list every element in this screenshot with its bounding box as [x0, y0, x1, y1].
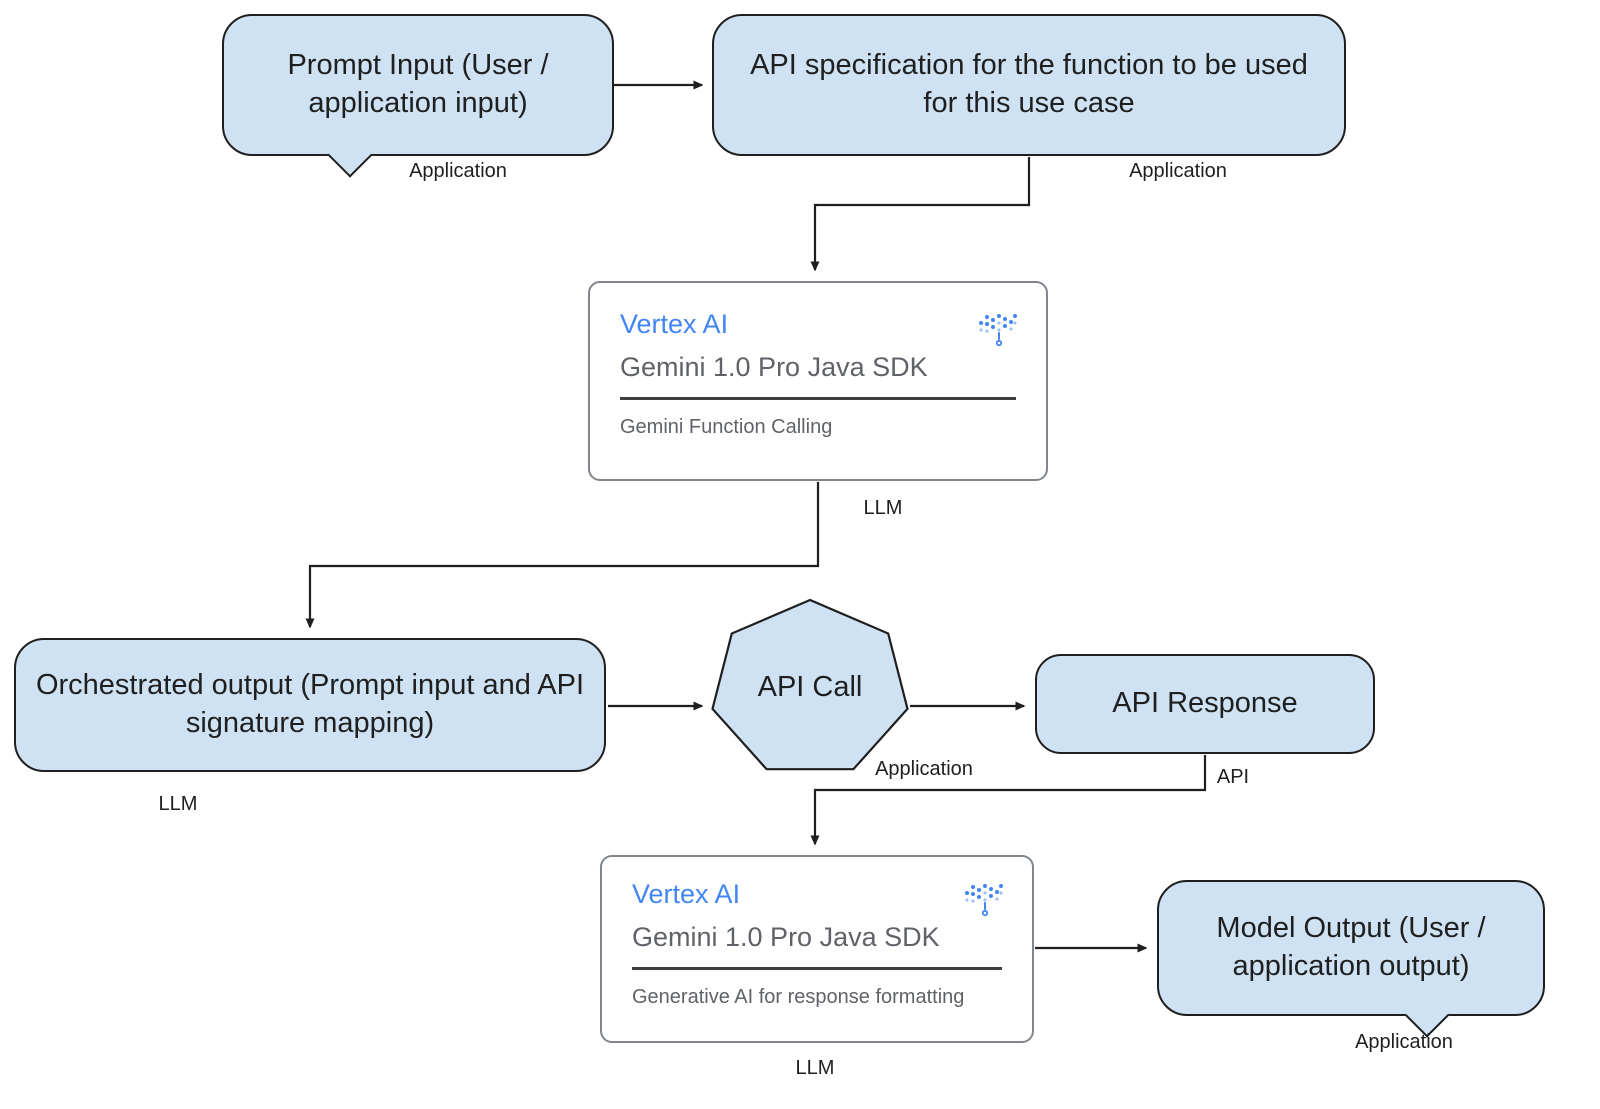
- card1-sdk-name: Gemini 1.0 Pro Java SDK: [620, 352, 928, 382]
- tag-card2: LLM: [795, 1057, 835, 1079]
- node-prompt-input-label: Prompt Input (User / application input): [287, 49, 549, 119]
- card2-caption: Generative AI for response formatting: [632, 986, 965, 1008]
- edge-card1-to-orchestrated: [305, 482, 820, 629]
- card2-sdk-name: Gemini 1.0 Pro Java SDK: [632, 922, 940, 952]
- node-model-output: Model Output (User / application output): [1157, 880, 1545, 1038]
- node-api-spec: API specification for the function to be…: [712, 14, 1346, 156]
- node-api-spec-label: API specification for the function to be…: [750, 49, 1308, 119]
- tag-api-call: Application: [875, 758, 973, 780]
- card-gemini-function-calling: Vertex AI Gemini 1.0 Pro Java SDK Gemini…: [588, 281, 1048, 481]
- tag-model-output: Application: [1355, 1031, 1453, 1053]
- node-orchestrated-output-label: Orchestrated output (Prompt input and AP…: [35, 669, 585, 739]
- card2-divider: [632, 967, 1002, 970]
- card2-product-name: Vertex AI: [632, 879, 741, 909]
- node-orchestrated-output: Orchestrated output (Prompt input and AP…: [14, 638, 606, 772]
- vertex-ai-icon: [979, 314, 1017, 347]
- card1-caption: Gemini Function Calling: [620, 416, 833, 438]
- node-api-call-label: API Call: [757, 671, 863, 704]
- tag-card1: LLM: [863, 497, 903, 519]
- card1-divider: [620, 397, 1016, 400]
- node-api-response: API Response: [1035, 654, 1375, 754]
- tag-orchestrated-output: LLM: [158, 793, 198, 815]
- edge-apispec-to-card1: [810, 157, 1031, 272]
- api-call-heptagon: [711, 598, 909, 771]
- tag-api-spec: Application: [1129, 160, 1227, 182]
- card-gemini-response-formatting: Vertex AI Gemini 1.0 Pro Java SDK Genera…: [600, 855, 1034, 1043]
- edge-apiresponse-to-card2: [810, 755, 1207, 846]
- vertex-ai-icon: [965, 884, 1003, 917]
- card1-product-name: Vertex AI: [620, 309, 729, 339]
- node-prompt-input: Prompt Input (User / application input): [222, 14, 614, 178]
- node-api-response-label: API Response: [1112, 687, 1298, 720]
- node-model-output-label: Model Output (User / application output): [1216, 912, 1486, 982]
- tag-prompt-input: Application: [409, 160, 507, 182]
- tag-api-response: API: [1216, 766, 1250, 788]
